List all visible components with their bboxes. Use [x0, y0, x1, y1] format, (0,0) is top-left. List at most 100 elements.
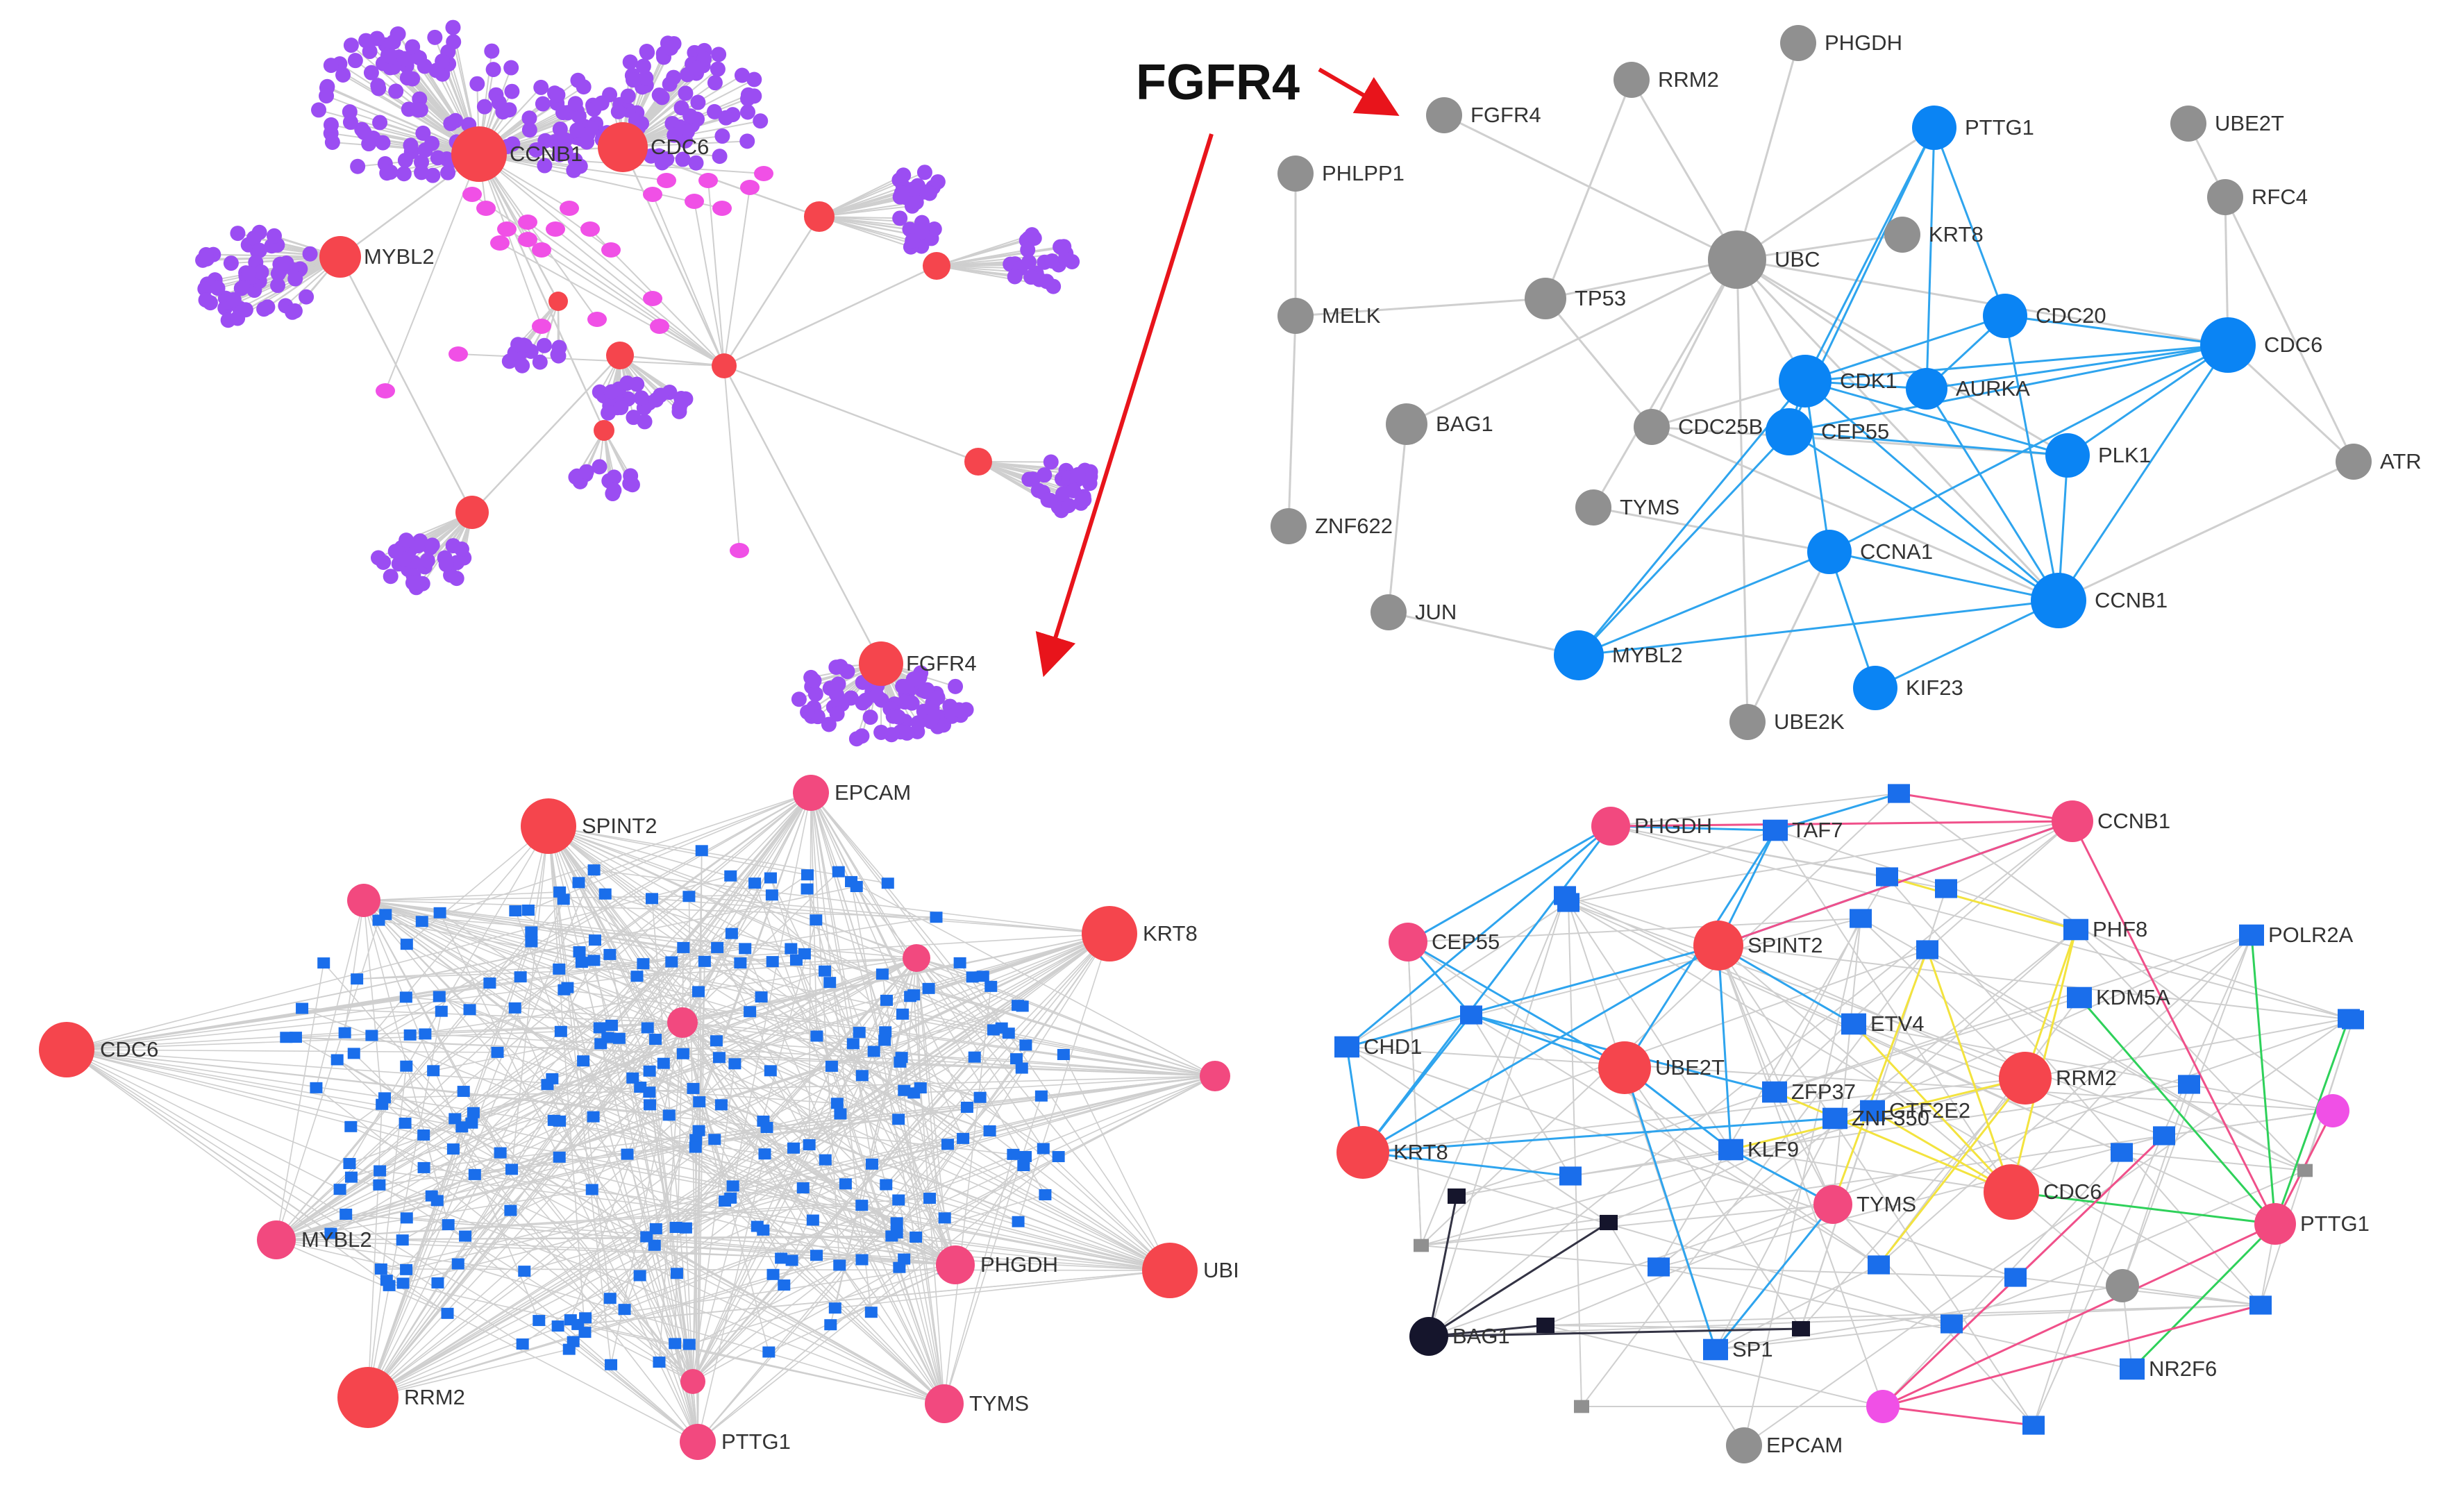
panel-c-square-node: [930, 912, 942, 923]
panel-c-square-node: [505, 1164, 518, 1175]
panel-c-square-node: [865, 1307, 878, 1318]
panel-a-leaf-node: [230, 226, 245, 241]
panel-d-colored-edge: [1429, 1223, 1609, 1336]
panel-a-hub-node: [455, 496, 489, 529]
panel-c-square-node: [961, 1102, 973, 1113]
panel-a-pink-node: [643, 291, 662, 306]
panel-c-hub-node: [936, 1245, 975, 1284]
panel-c-square-node: [555, 1026, 567, 1037]
panel-c-hub-label: SPINT2: [582, 814, 657, 838]
panel-c-square-node: [966, 971, 979, 982]
panel-a-hub-node: [964, 448, 992, 476]
panel-c-square-node: [589, 934, 601, 946]
panel-a-leaf-node: [400, 70, 415, 85]
panel-c-square-node: [1037, 1143, 1050, 1154]
panel-a-leaf-node: [1044, 455, 1059, 470]
panel-d-node: [2052, 800, 2093, 842]
panel-a-leaf-node: [1041, 492, 1056, 507]
panel-c-square-node: [605, 1359, 617, 1370]
panel-d-node-label: ZFP37: [1791, 1080, 1856, 1104]
panel-c-square-node: [798, 948, 811, 959]
panel-a-leaf-node: [199, 292, 214, 308]
panel-c-square-node: [351, 973, 363, 984]
panel-d-node: [1598, 1041, 1651, 1094]
panel-c-square-node: [907, 989, 920, 1000]
panel-b-node: [1277, 298, 1314, 334]
fgfr4-annotation: FGFR4: [1047, 55, 1389, 665]
panel-d-node-label: TAF7: [1792, 818, 1843, 842]
panel-c-square-node: [757, 1116, 769, 1127]
panel-c-square-node: [553, 964, 565, 975]
panel-a-leaf-node: [492, 95, 507, 110]
panel-c-hub-node: [1082, 906, 1137, 962]
panel-c-square-node: [896, 1009, 909, 1020]
panel-d-square-node: [1460, 1005, 1482, 1024]
panel-d-node-label: BAG1: [1452, 1324, 1510, 1348]
panel-c-square-node: [923, 1193, 936, 1204]
panel-c-square-node: [644, 1066, 656, 1077]
panel-b-node-label: CEP55: [1821, 419, 1889, 444]
panel-c-square-node: [594, 1022, 606, 1033]
panel-b-node-label: CDC20: [2036, 303, 2106, 328]
panel-a-leaf-node: [800, 705, 815, 720]
panel-a-leaf-node: [1007, 269, 1023, 284]
panel-c-square-node: [693, 1096, 705, 1107]
panel-d-square-node: [1648, 1257, 1670, 1276]
panel-c-square-node: [724, 871, 737, 882]
panel-c-square-node: [744, 1006, 756, 1017]
panel-a-hub-node: [319, 236, 361, 278]
panel-c-square-node: [494, 1148, 507, 1159]
panel-a-leaf-node: [371, 81, 386, 96]
panel-c-hub-label: KRT8: [1143, 921, 1198, 946]
panel-c-square-node: [339, 1027, 351, 1039]
panel-a-leaf-node: [486, 62, 501, 77]
panel-c-square-node: [1016, 1063, 1028, 1074]
panel-c-square-node: [586, 1184, 598, 1195]
panel-d-square-node: [1876, 867, 1898, 886]
panel-a-leaf-node: [303, 246, 318, 262]
panel-d-node-label: CDC6: [2043, 1179, 2102, 1204]
panel-c-square-node: [880, 995, 893, 1006]
panel-c-square-node: [455, 1121, 468, 1132]
panel-d-square-node: [2004, 1268, 2027, 1286]
panel-c-square-node: [764, 873, 777, 884]
panel-c-hub-label: TYMS: [969, 1391, 1029, 1416]
panel-a-leaf-node: [594, 95, 610, 110]
panel-c-square-node: [698, 956, 711, 967]
panel-c-hub-node: [793, 775, 829, 811]
panel-a-leaf-node: [580, 127, 595, 142]
panel-b-node: [1807, 530, 1852, 574]
panel-d-square-node: [1557, 893, 1579, 912]
panel-d-square-node: [1841, 1014, 1866, 1035]
panel-c-hub-label: EPCAM: [835, 780, 911, 805]
panel-c-square-node: [373, 915, 385, 926]
panel-d-node: [1693, 921, 1743, 971]
panel-a-leaf-node: [662, 76, 678, 92]
panel-d-node-label: ETV4: [1870, 1011, 1925, 1036]
panel-d-colored-edge: [1408, 826, 1611, 942]
panel-c-square-node: [400, 1061, 412, 1072]
panel-c-square-node: [696, 845, 708, 856]
panel-a-leaf-node: [503, 60, 519, 76]
panel-a-leaf-node: [855, 695, 871, 710]
panel-a-leaf-node: [830, 706, 845, 721]
panel-c-square-node: [650, 1223, 662, 1234]
panel-c-square-node: [1017, 1160, 1030, 1171]
panel-b-edge: [1737, 43, 1798, 260]
panel-c-square-node: [764, 1065, 777, 1076]
panel-a-leaf-node: [324, 117, 339, 133]
panel-c-square-node: [416, 916, 428, 927]
panel-d-square-node: [1414, 1239, 1429, 1252]
panel-c-square-node: [317, 957, 330, 968]
panel-a-leaf-node: [405, 39, 420, 54]
panel-c-square-node: [399, 1118, 412, 1129]
panel-c-square-node: [646, 893, 658, 904]
panel-a-leaf-node: [601, 405, 616, 421]
panel-a-leaf-node: [606, 482, 621, 498]
panel-a-leaf-node: [350, 159, 365, 174]
panel-d-node: [1409, 1317, 1448, 1356]
panel-c-square-node: [898, 1085, 910, 1096]
panel-a-pink-node: [740, 180, 760, 195]
panel-a-leaf-node: [348, 53, 363, 68]
panel-a-leaf-node: [712, 149, 728, 164]
